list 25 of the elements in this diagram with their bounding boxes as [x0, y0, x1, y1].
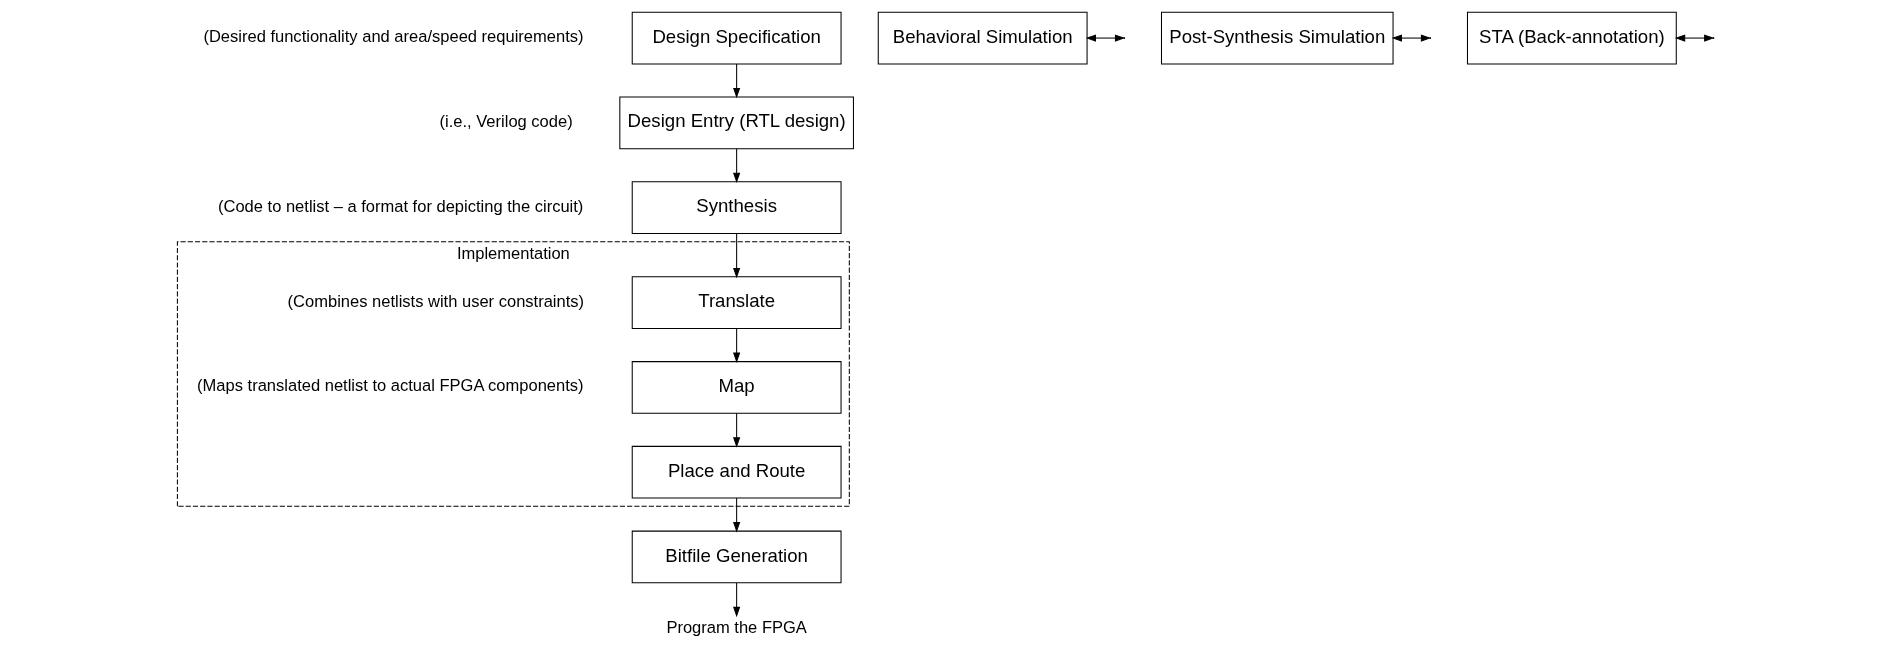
arrow [1391, 34, 1432, 42]
node-box: Design Entry (RTL design) [619, 96, 854, 150]
node-box: Synthesis [631, 181, 842, 234]
node-box: Bitfile Generation [631, 530, 842, 584]
node-box: Map [631, 361, 842, 414]
arrow [733, 148, 741, 184]
node-text: Program the FPGA [666, 618, 807, 638]
arrow [733, 582, 741, 618]
arrow [733, 233, 741, 279]
arrow [733, 328, 741, 363]
node-label: (Maps translated netlist to actual FPGA components) [197, 376, 584, 396]
node-box: Design Specification [631, 11, 842, 65]
arrow [733, 63, 741, 99]
node-label: (Code to netlist – a format for depicting the circuit) [218, 196, 584, 216]
node-box: STA (Back-annotation) [1466, 11, 1677, 65]
node-box: Post-Synthesis Simulation [1160, 11, 1394, 65]
arrow [733, 412, 741, 448]
node-label: (i.e., Verilog code) [439, 111, 573, 131]
node-label: (Combines netlists with user constraints) [287, 291, 585, 311]
node-box: Behavioral Simulation [877, 11, 1088, 65]
node-box: Translate [631, 276, 842, 330]
arrow [1085, 34, 1126, 42]
node-box: Place and Route [631, 445, 842, 499]
arrow [733, 497, 741, 533]
node-label: (Desired functionality and area/speed requirements) [203, 26, 584, 46]
